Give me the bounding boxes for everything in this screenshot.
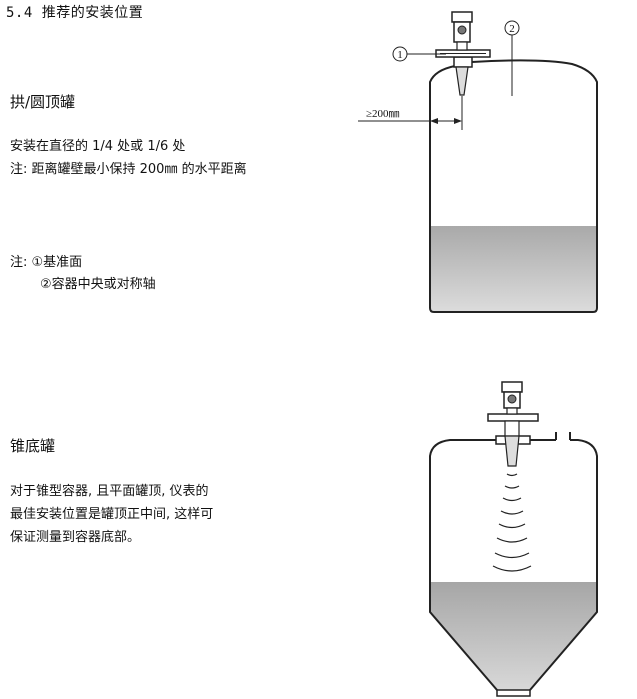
- arch-note-2: ②容器中央或对称轴: [40, 277, 156, 292]
- arch-note-1: 注: ①基准面: [10, 255, 83, 270]
- arch-instrument-head: [451, 11, 473, 23]
- arch-tank: 1 2 ≥200㎜: [358, 11, 598, 313]
- arch-distance-note: 注: 距离罐壁最小保持 200㎜ 的水平距离: [10, 162, 247, 177]
- cone-tank-outline: [429, 439, 598, 691]
- cone-liquid: [430, 582, 597, 690]
- cone-text-line-2: 最佳安装位置是罐顶正中间, 这样可: [10, 507, 214, 522]
- cone-flange: [487, 413, 539, 422]
- cone-horn-antenna: [504, 435, 520, 467]
- arch-horn-antenna: [455, 66, 469, 96]
- distance-dimension-label: ≥200㎜: [366, 108, 400, 120]
- cone-tank: [429, 381, 598, 697]
- cone-tank-title: 锥底罐: [10, 437, 56, 455]
- arch-liquid: [430, 226, 597, 312]
- section-heading: 5.4 推荐的安装位置: [6, 5, 144, 21]
- arch-nozzle: [453, 56, 473, 68]
- callout-2-label: 2: [509, 23, 515, 35]
- arch-tank-title: 拱/圆顶罐: [10, 93, 76, 111]
- radar-wave-arcs: [492, 473, 532, 572]
- cone-text-line-3: 保证测量到容器底部。: [10, 530, 141, 545]
- callout-1-label: 1: [397, 49, 403, 61]
- cone-instrument-head: [501, 381, 523, 393]
- arch-tank-outline: [429, 59, 598, 313]
- cone-outlet: [496, 689, 531, 697]
- cone-text-line-1: 对于锥型容器, 且平面罐顶, 仪表的: [10, 484, 209, 499]
- arch-install-text: 安装在直径的 1/4 处或 1/6 处: [10, 139, 186, 154]
